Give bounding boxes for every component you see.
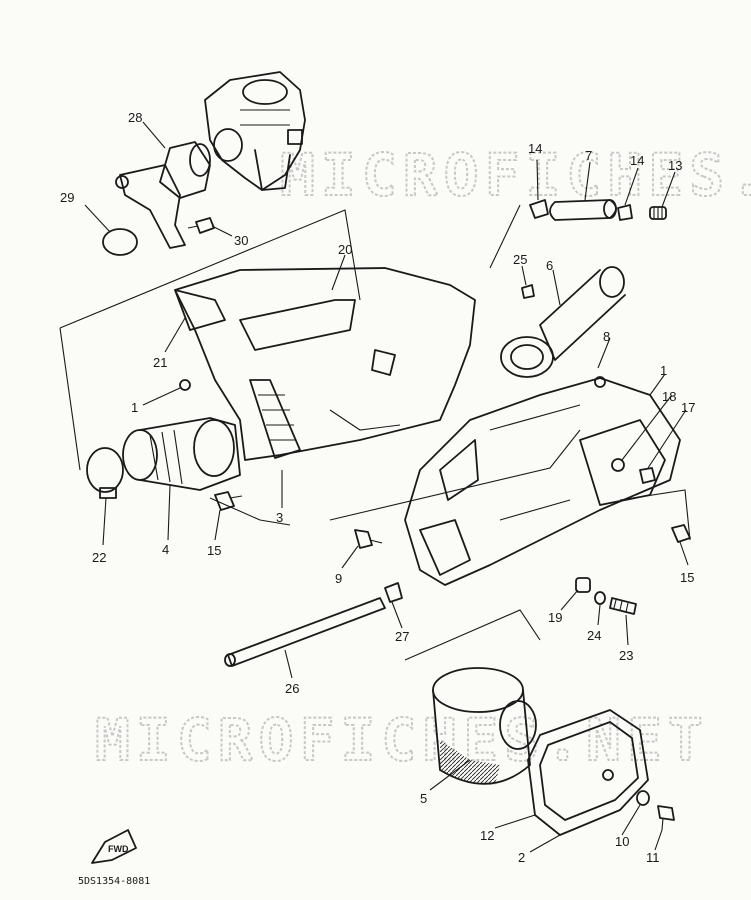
part-7-hose: [549, 199, 617, 221]
part-14-clip-left: [529, 199, 549, 219]
part-15-bolt-right: [671, 524, 691, 543]
carburetor: [204, 71, 306, 191]
callout-5: 5: [420, 791, 427, 806]
callout-17: 17: [681, 400, 695, 415]
part-2-air-cleaner-cover: [527, 709, 649, 836]
callout-23: 23: [619, 648, 633, 663]
callout-14-left: 14: [528, 141, 542, 156]
callout-20: 20: [338, 242, 352, 257]
callout-1-right: 1: [660, 363, 667, 378]
part-13-plug: [649, 206, 667, 220]
callout-4: 4: [162, 542, 169, 557]
part-24-washer: [594, 591, 606, 605]
part-28-carburetor-joint: [115, 141, 211, 249]
part-4-air-cleaner-joint: [122, 417, 241, 491]
callout-25: 25: [513, 252, 527, 267]
watermark-top: MICROFICHES.NET: [280, 141, 751, 209]
callout-27: 27: [395, 629, 409, 644]
callout-15-left: 15: [207, 543, 221, 558]
callout-30: 30: [234, 233, 248, 248]
part-25-screw: [521, 284, 535, 299]
callout-28: 28: [128, 110, 142, 125]
part-27-clip: [384, 582, 403, 603]
part-22-clamp: [86, 447, 124, 499]
part-10-washer: [636, 790, 650, 806]
callout-numbers: 28 29 30 20 14 7 14 13 25 6 8 21 1 1 18 …: [60, 110, 695, 865]
callout-19: 19: [548, 610, 562, 625]
callout-26: 26: [285, 681, 299, 696]
callout-14-right: 14: [630, 153, 644, 168]
callout-11: 11: [646, 850, 660, 865]
part-23-bolt: [609, 597, 637, 615]
part-26-drain-hose: [224, 597, 386, 667]
callout-2: 2: [518, 850, 525, 865]
diagram-code: 5DS1354-8081: [78, 876, 150, 887]
callout-3: 3: [276, 510, 283, 525]
fwd-label: FWD: [108, 844, 129, 854]
callout-9: 9: [335, 571, 342, 586]
part-6-duct: [500, 266, 626, 378]
callout-13: 13: [668, 158, 682, 173]
callout-22: 22: [92, 550, 106, 565]
air-cleaner-case-lower: [404, 376, 681, 586]
part-11-screw: [657, 805, 675, 831]
part-5-air-filter-element: [432, 667, 537, 785]
part-1-grommet-left: [179, 379, 191, 391]
part-14-clip-right: [617, 204, 633, 221]
part-19-collar: [575, 577, 591, 593]
callout-8: 8: [603, 329, 610, 344]
callout-1-left: 1: [131, 400, 138, 415]
callout-10: 10: [615, 834, 629, 849]
callout-29: 29: [60, 190, 74, 205]
callout-24: 24: [587, 628, 601, 643]
part-29-clamp: [102, 228, 138, 256]
part-15-bolt-left: [214, 491, 243, 511]
forward-direction-arrow: FWD: [91, 829, 137, 864]
watermark-bottom: MICROFICHES.NET: [95, 706, 709, 774]
callout-18: 18: [662, 389, 676, 404]
group-bracket-lines: [59, 204, 691, 661]
callout-7: 7: [585, 148, 592, 163]
callout-15-right: 15: [680, 570, 694, 585]
part-9-bolt: [354, 529, 383, 549]
air-cleaner-case-upper: [174, 267, 476, 461]
callout-6: 6: [546, 258, 553, 273]
leader-lines: [84, 121, 689, 853]
callout-12: 12: [480, 828, 494, 843]
part-30-screw: [187, 217, 215, 234]
callout-21: 21: [153, 355, 167, 370]
